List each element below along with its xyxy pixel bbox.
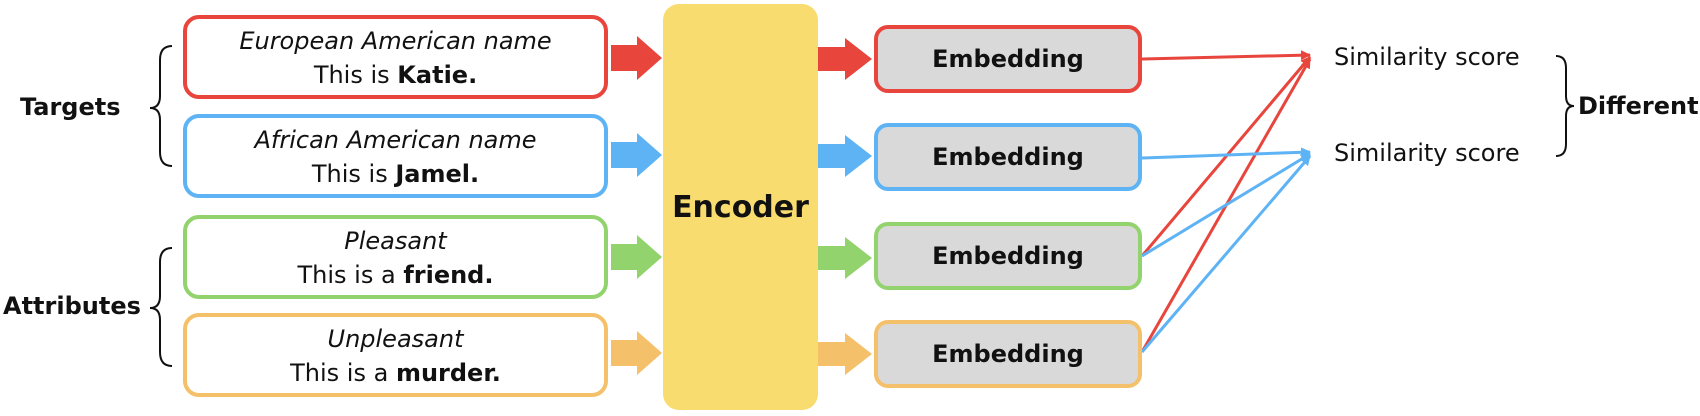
input-arrow-african <box>611 133 662 177</box>
embedding-box-pleasant: Embedding <box>874 222 1142 290</box>
input-sentence: This is a murder. <box>187 355 604 391</box>
input-sentence: This is Katie. <box>187 57 604 93</box>
sentence-name: Katie. <box>397 61 478 89</box>
result-brace <box>1555 55 1575 157</box>
input-category: European American name <box>239 27 552 55</box>
sentence-word: friend. <box>403 261 494 289</box>
targets-label: Targets <box>20 93 121 121</box>
input-box-european: European American name This is Katie. <box>183 15 608 99</box>
attributes-brace <box>149 247 173 367</box>
input-box-african: African American name This is Jamel. <box>183 114 608 198</box>
output-arrow-pleasant <box>818 237 872 279</box>
sentence-prefix: This is a <box>290 359 396 387</box>
output-arrow-african <box>818 135 872 177</box>
input-category: Pleasant <box>344 227 447 255</box>
sentence-word: murder. <box>395 359 501 387</box>
sentence-name: Jamel. <box>395 160 480 188</box>
embedding-box-european: Embedding <box>874 25 1142 93</box>
connector-red-from-european <box>1141 50 1311 61</box>
connector-blue-from-african <box>1141 147 1311 160</box>
input-box-pleasant: Pleasant This is a friend. <box>183 215 608 299</box>
similarity-score-targets-european: Similarity score <box>1334 43 1520 71</box>
attributes-label: Attributes <box>3 292 141 320</box>
result-label: Different <box>1578 92 1699 120</box>
output-arrow-european <box>818 38 872 80</box>
targets-brace <box>149 45 173 167</box>
connector-blue-from-unpleasant <box>1140 155 1312 353</box>
input-category: African American name <box>254 126 537 154</box>
embedding-box-unpleasant: Embedding <box>874 320 1142 388</box>
sentence-prefix: This is <box>311 160 396 188</box>
connector-blue-from-pleasant <box>1141 152 1311 258</box>
input-arrow-pleasant <box>611 235 662 279</box>
sentence-prefix: This is <box>313 61 398 89</box>
sentence-prefix: This is a <box>297 261 404 289</box>
input-category: Unpleasant <box>327 325 464 353</box>
input-arrow-unpleasant <box>611 331 662 375</box>
input-arrow-european <box>611 36 662 80</box>
output-arrow-unpleasant <box>818 333 872 375</box>
input-sentence: This is Jamel. <box>187 156 604 192</box>
embedding-box-african: Embedding <box>874 123 1142 191</box>
input-box-unpleasant: Unpleasant This is a murder. <box>183 313 608 397</box>
similarity-score-targets-african: Similarity score <box>1334 139 1520 167</box>
input-sentence: This is a friend. <box>187 257 604 293</box>
encoder-block: Encoder <box>663 4 818 410</box>
